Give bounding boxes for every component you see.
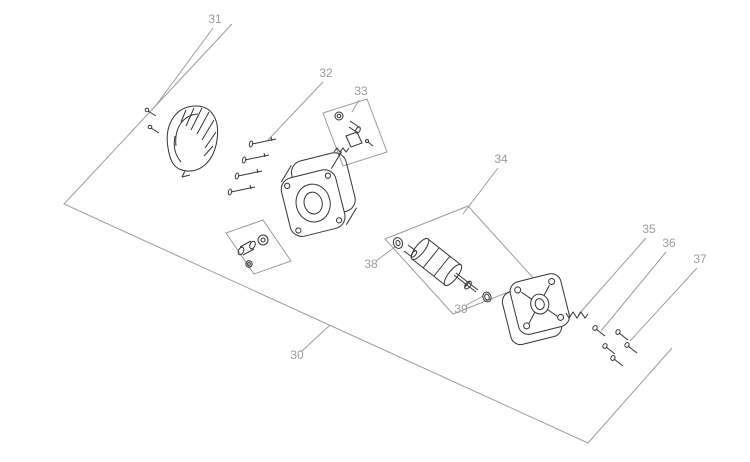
diagram-border <box>63 23 673 444</box>
part-label-36: 36 <box>662 236 676 250</box>
part-36-screws <box>592 325 616 355</box>
part-label-31: 31 <box>208 12 222 26</box>
part-label-39: 39 <box>454 302 468 316</box>
part-label-37: 37 <box>693 252 707 266</box>
leader-37 <box>629 267 698 342</box>
leader-31 <box>153 27 214 109</box>
part-label-32: 32 <box>319 66 333 80</box>
part-end-bracket <box>501 273 570 346</box>
part-label-30: 30 <box>290 348 304 362</box>
leader-39 <box>464 295 484 307</box>
part-label-38: 38 <box>364 257 378 271</box>
part-35-spring <box>565 311 589 319</box>
leader-32 <box>267 81 324 141</box>
part-brush-cap-box <box>225 219 292 275</box>
part-33-brush-box <box>322 98 388 167</box>
leader-34 <box>462 167 499 215</box>
part-motor-housing <box>280 151 357 237</box>
part-31-screws <box>144 107 160 134</box>
part-37-screws <box>610 329 638 367</box>
part-armature-assembly <box>392 237 492 303</box>
leader-35 <box>577 237 647 316</box>
leader-38 <box>375 246 396 262</box>
part-38-bearing <box>392 237 404 249</box>
part-32-screws <box>227 136 277 196</box>
callout-labels: 30 31 32 33 34 35 36 37 38 39 <box>208 12 707 362</box>
part-label-34: 34 <box>494 152 508 166</box>
leader-36 <box>600 251 667 332</box>
part-fan-cover <box>166 105 219 178</box>
leader-lines <box>153 27 698 353</box>
part-label-35: 35 <box>642 222 656 236</box>
part-label-33: 33 <box>354 84 368 98</box>
leader-30 <box>300 324 331 353</box>
part-39-washer <box>482 291 492 303</box>
